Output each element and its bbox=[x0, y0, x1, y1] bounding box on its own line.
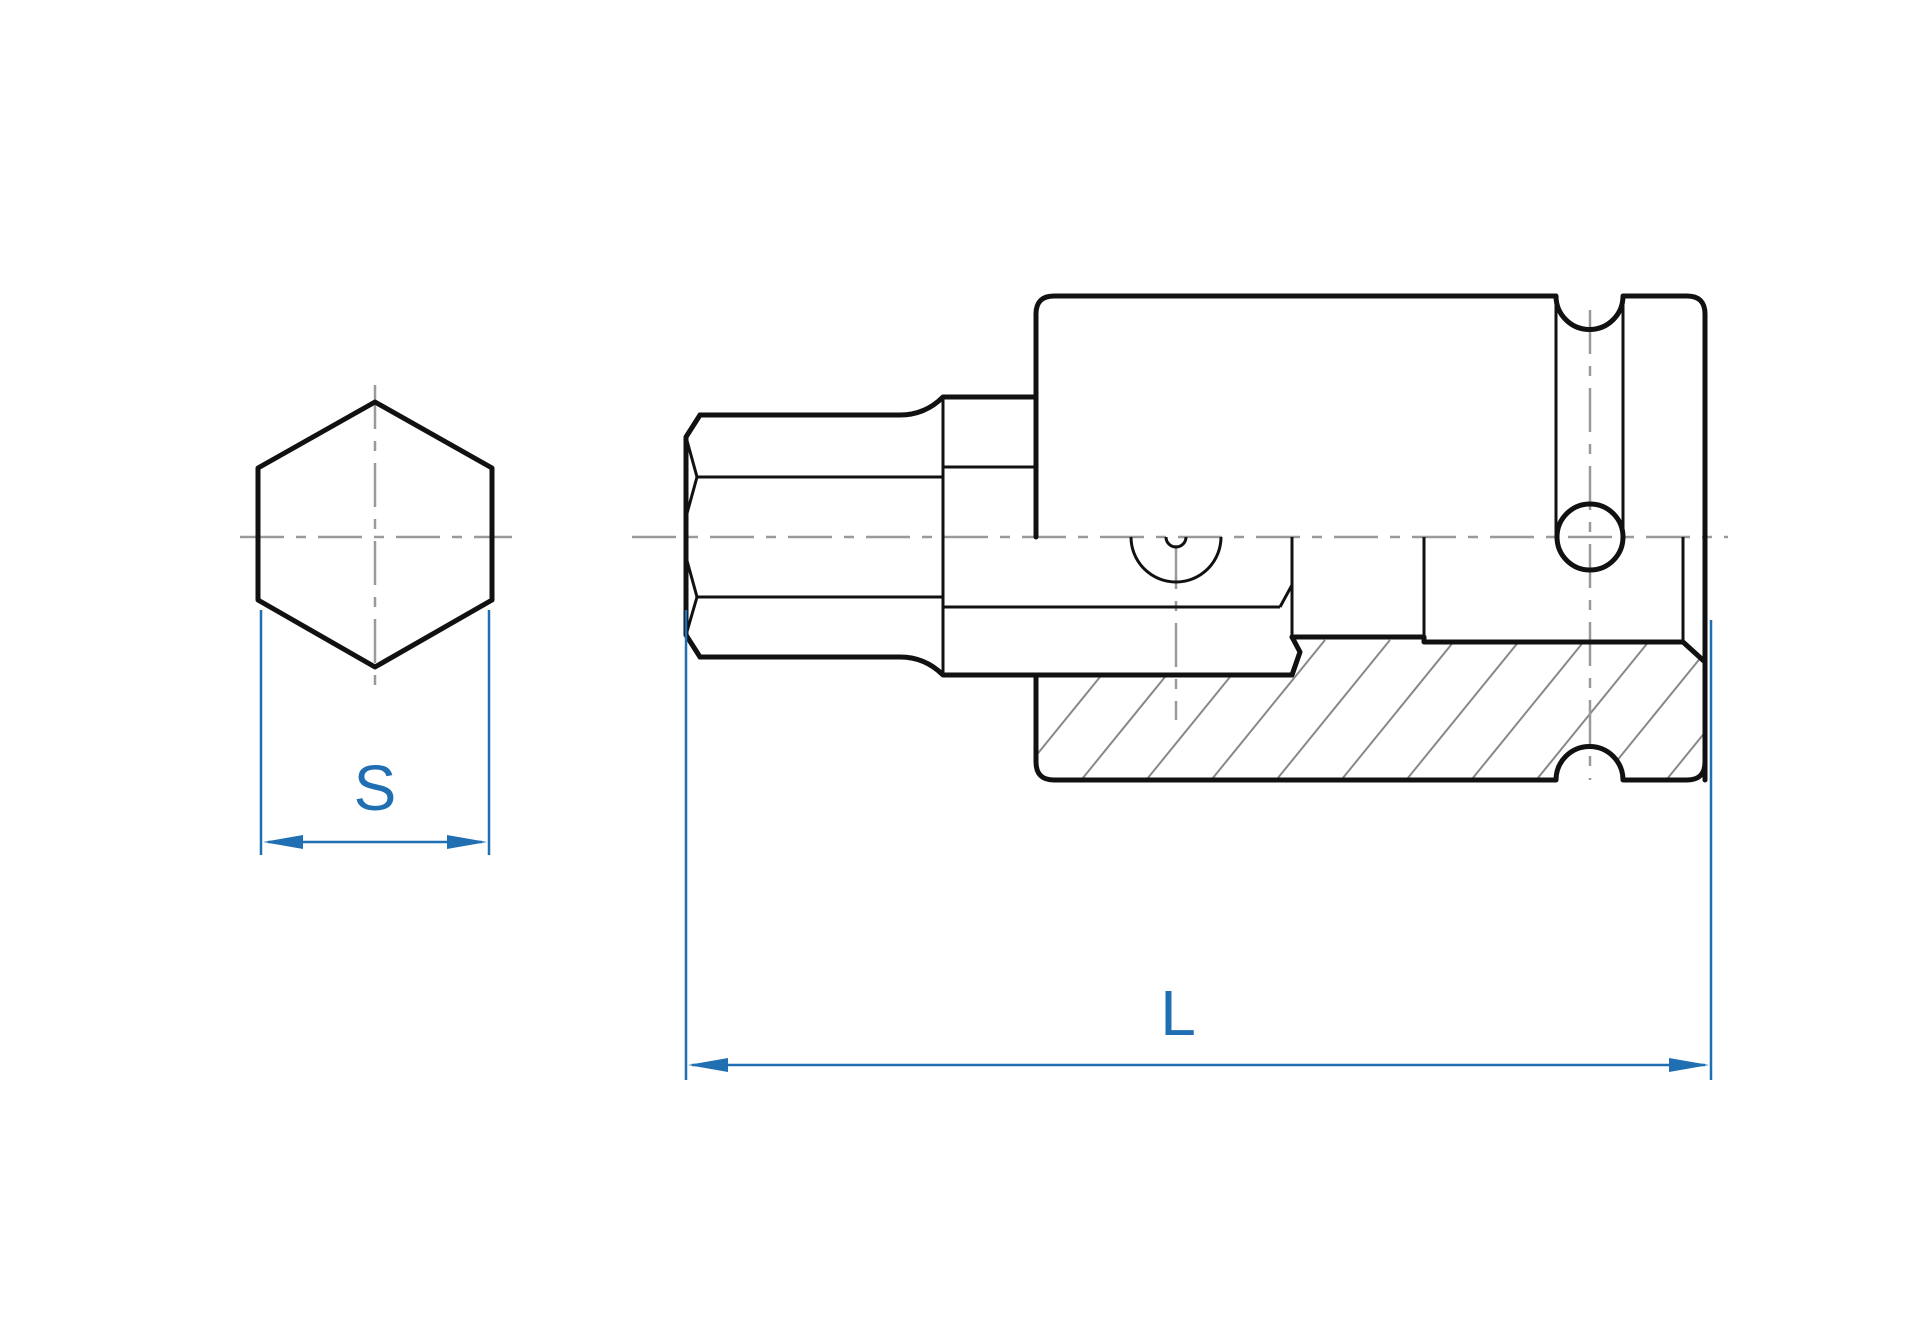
socket-side-view bbox=[632, 293, 1728, 783]
hex-end-view bbox=[240, 385, 512, 690]
bit-bottom-outline bbox=[697, 634, 1303, 678]
l-arrow-right-icon bbox=[1669, 1058, 1709, 1072]
bit-end-facet bbox=[1278, 537, 1294, 608]
l-dimension: L bbox=[684, 610, 1713, 1080]
hexagon-outline bbox=[255, 399, 495, 670]
detent-dimple bbox=[1164, 536, 1188, 549]
socket-lower-outline bbox=[1033, 672, 1708, 783]
drive-bore-bottom bbox=[1289, 634, 1708, 665]
s-arrow-right-icon bbox=[447, 835, 487, 849]
socket-body-outline bbox=[1033, 293, 1708, 783]
l-arrow-left-icon bbox=[688, 1058, 728, 1072]
bit-top-outline bbox=[697, 394, 1039, 418]
s-dimension: S bbox=[259, 610, 491, 855]
detent-ball-icon bbox=[1129, 536, 1223, 584]
pin-hole bbox=[1554, 501, 1626, 573]
s-arrow-left-icon bbox=[263, 835, 303, 849]
l-label: L bbox=[1160, 977, 1196, 1049]
bit-tip-outline bbox=[683, 412, 703, 660]
s-label: S bbox=[354, 752, 397, 824]
section-hatching bbox=[1036, 639, 1705, 780]
